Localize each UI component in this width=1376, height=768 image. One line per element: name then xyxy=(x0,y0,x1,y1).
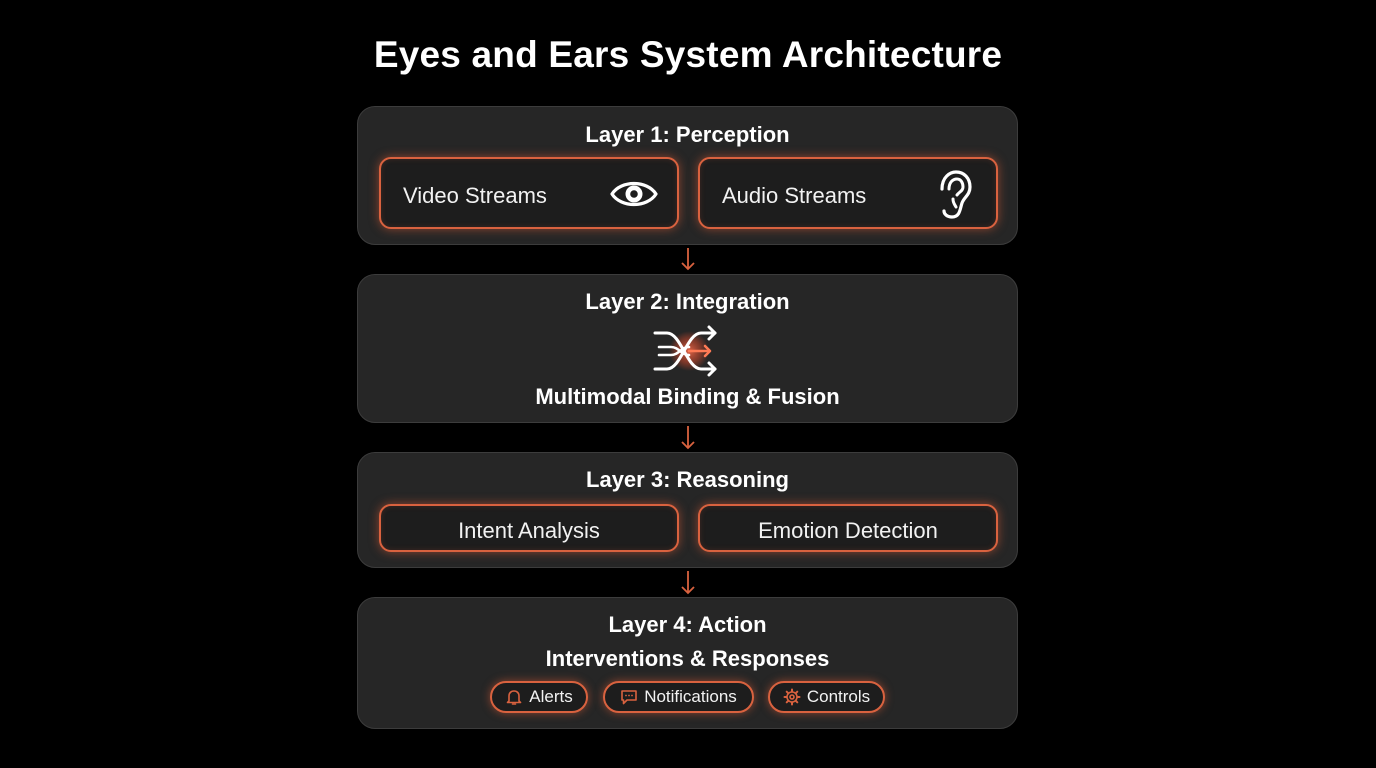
layer-action: Layer 4: Action Interventions & Response… xyxy=(357,597,1018,729)
layer-perception-title: Layer 1: Perception xyxy=(585,122,790,147)
ear-icon xyxy=(934,169,974,227)
emotion-detection-box: Emotion Detection xyxy=(698,504,998,552)
flow-arrow-1-to-2 xyxy=(681,248,695,271)
layer-integration-title: Layer 2: Integration xyxy=(585,289,790,314)
message-icon xyxy=(620,688,638,706)
diagram-title: Eyes and Ears System Architecture xyxy=(373,34,1003,75)
video-streams-label: Video Streams xyxy=(403,183,547,208)
controls-label: Controls xyxy=(806,687,871,706)
gear-icon xyxy=(783,688,801,706)
layer-reasoning-title: Layer 3: Reasoning xyxy=(586,467,789,492)
layer-integration-subtitle: Multimodal Binding & Fusion xyxy=(535,384,840,409)
notifications-label: Notifications xyxy=(644,687,737,706)
layer-perception: Layer 1: Perception Video Streams Audio … xyxy=(357,106,1018,245)
intent-analysis-box: Intent Analysis xyxy=(379,504,679,552)
audio-streams-box: Audio Streams xyxy=(698,157,998,229)
notifications-chip: Notifications xyxy=(603,681,754,713)
layer-reasoning: Layer 3: Reasoning Intent Analysis Emoti… xyxy=(357,452,1018,568)
layer-integration: Layer 2: Integration Multimodal Binding … xyxy=(357,274,1018,423)
flow-arrow-2-to-3 xyxy=(681,426,695,450)
layer-action-title: Layer 4: Action xyxy=(608,612,767,637)
layer-action-subtitle: Interventions & Responses xyxy=(545,646,830,671)
video-streams-box: Video Streams xyxy=(379,157,679,229)
bell-icon xyxy=(505,688,523,706)
alerts-label: Alerts xyxy=(529,687,573,706)
intent-analysis-label: Intent Analysis xyxy=(458,518,600,543)
emotion-detection-label: Emotion Detection xyxy=(758,518,938,543)
fusion-icon xyxy=(651,323,727,384)
eye-icon xyxy=(609,177,659,217)
controls-chip: Controls xyxy=(768,681,885,713)
alerts-chip: Alerts xyxy=(490,681,588,713)
flow-arrow-3-to-4 xyxy=(681,571,695,595)
audio-streams-label: Audio Streams xyxy=(722,183,867,208)
